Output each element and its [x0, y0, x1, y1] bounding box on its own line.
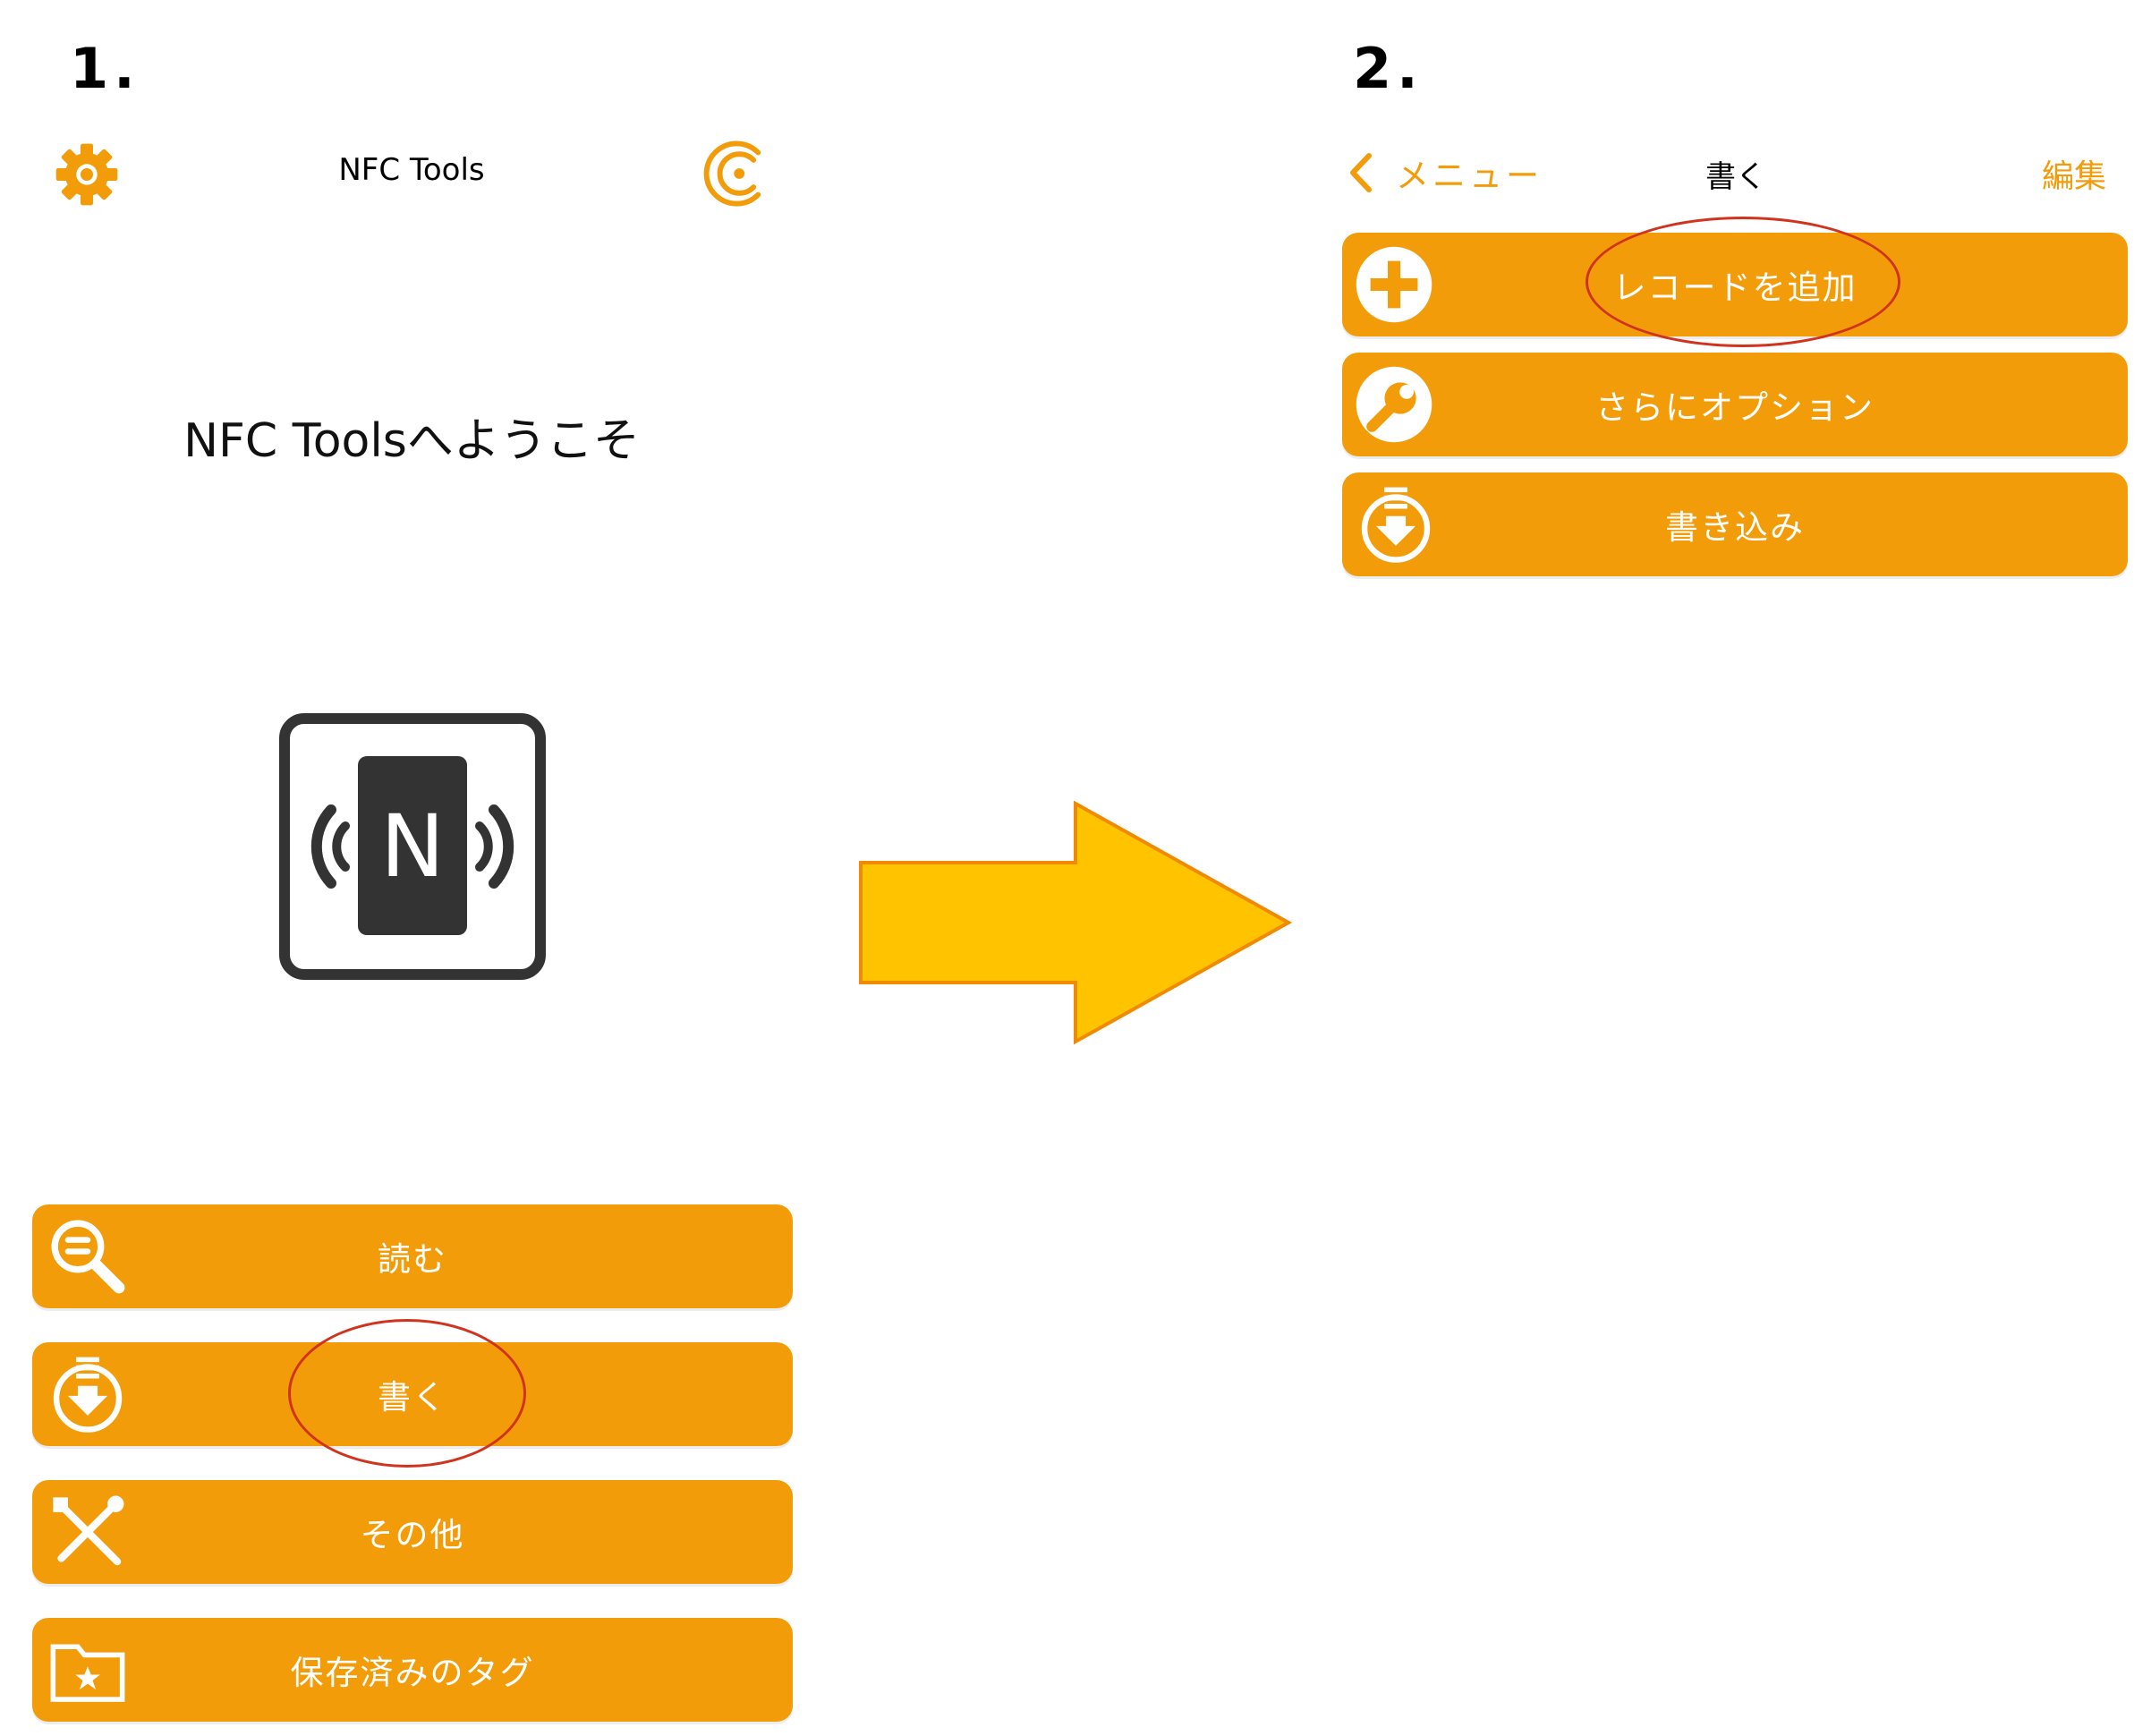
gear-icon[interactable] — [52, 140, 122, 209]
write-data-button[interactable]: 書き込み — [1342, 472, 2128, 576]
right-arrow-icon — [855, 798, 1297, 1047]
write-button-label: 書く — [378, 1378, 447, 1417]
folder-star-icon — [47, 1629, 129, 1711]
back-button[interactable]: メニュー — [1348, 149, 1543, 197]
nfc-tag-icon: N — [277, 711, 548, 982]
edit-button[interactable]: 編集 — [2042, 158, 2107, 195]
write-download-icon — [47, 1353, 129, 1435]
welcome-text: NFC Toolsへようこそ — [183, 414, 640, 468]
other-button-label: その他 — [360, 1516, 465, 1554]
add-record-button[interactable]: レコードを追加 — [1342, 233, 2128, 336]
chevron-left-icon — [1350, 153, 1372, 192]
step-label-1: 1. — [70, 36, 140, 101]
nfc-waves-icon[interactable] — [698, 136, 773, 211]
back-button-label: メニュー — [1396, 157, 1543, 195]
read-button[interactable]: 読む — [32, 1204, 793, 1308]
write-download-icon — [1355, 483, 1437, 566]
more-options-button-label: さらにオプション — [1595, 388, 1875, 427]
add-record-button-label: レコードを追加 — [1612, 268, 1858, 307]
nav-title: NFC Tools — [338, 152, 485, 188]
more-options-button[interactable]: さらにオプション — [1342, 353, 2128, 456]
write-data-button-label: 書き込み — [1665, 508, 1805, 547]
read-button-label: 読む — [378, 1240, 447, 1279]
search-icon — [47, 1215, 129, 1298]
wrench-circle-icon — [1355, 365, 1433, 444]
tools-icon — [47, 1491, 129, 1573]
other-button[interactable]: その他 — [32, 1480, 793, 1584]
step-label-2: 2. — [1353, 36, 1424, 101]
plus-circle-icon — [1355, 245, 1433, 324]
saved-tags-button-label: 保存済みのタグ — [290, 1654, 535, 1692]
nav-title-write: 書く — [1705, 159, 1766, 195]
saved-tags-button[interactable]: 保存済みのタグ — [32, 1618, 793, 1722]
write-button[interactable]: 書く — [32, 1342, 793, 1446]
nfc-tag-letter: N — [380, 796, 445, 897]
